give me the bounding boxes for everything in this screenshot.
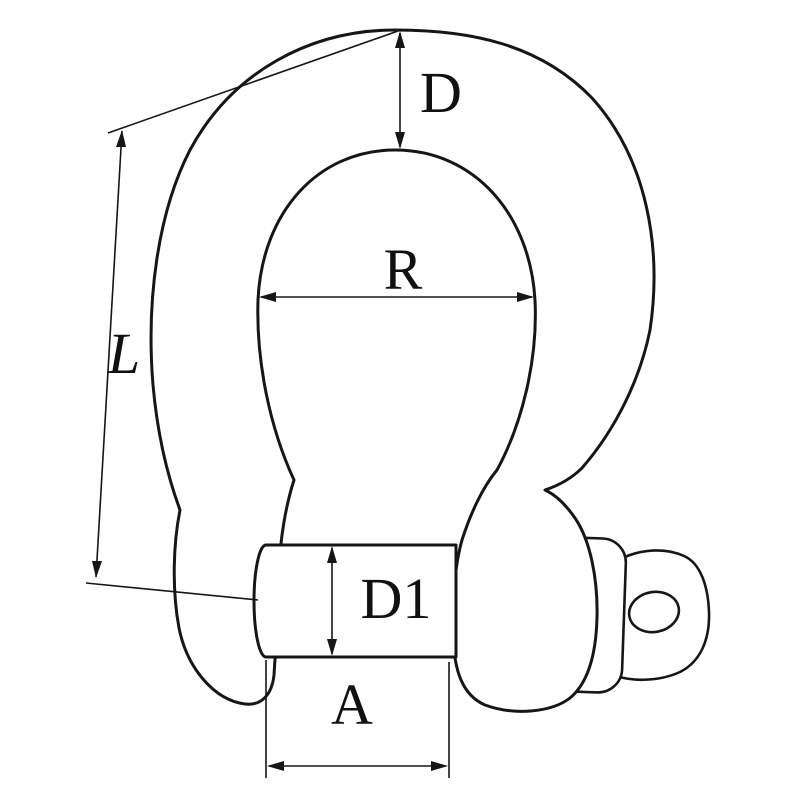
pin-head-hole [627, 590, 681, 634]
extension-line-l-bottom [85, 582, 259, 601]
arrowhead-d1-top [327, 546, 337, 563]
extension-line-l-top [107, 30, 399, 134]
arrowhead-d-bottom [395, 132, 405, 149]
arrowhead-d-top [395, 31, 405, 48]
label-inner-width: R [384, 237, 423, 302]
arrowhead-d1-bottom [327, 639, 337, 656]
shackle-body [149, 28, 656, 713]
arrowhead-r-right [517, 292, 534, 302]
dimension-jaw-opening: A [265, 660, 450, 778]
label-inside-length: L [107, 321, 140, 386]
arrowhead-a-left [267, 761, 284, 771]
label-jaw-opening: A [331, 672, 373, 737]
dimension-inside-length: L [85, 30, 399, 601]
label-pin-diameter: D1 [361, 566, 432, 631]
dimension-line-l [95, 130, 123, 578]
dimension-inner-width: R [259, 237, 534, 302]
arrowhead-a-right [431, 761, 448, 771]
arrowhead-r-left [259, 292, 276, 302]
arrowhead-l-bottom [92, 561, 102, 578]
dimension-pin-diameter: D1 [327, 546, 431, 656]
label-bow-diameter: D [420, 60, 462, 125]
shackle-pin [252, 543, 458, 659]
dimension-bow-diameter: D [395, 31, 462, 149]
arrowhead-l-top [116, 130, 126, 147]
